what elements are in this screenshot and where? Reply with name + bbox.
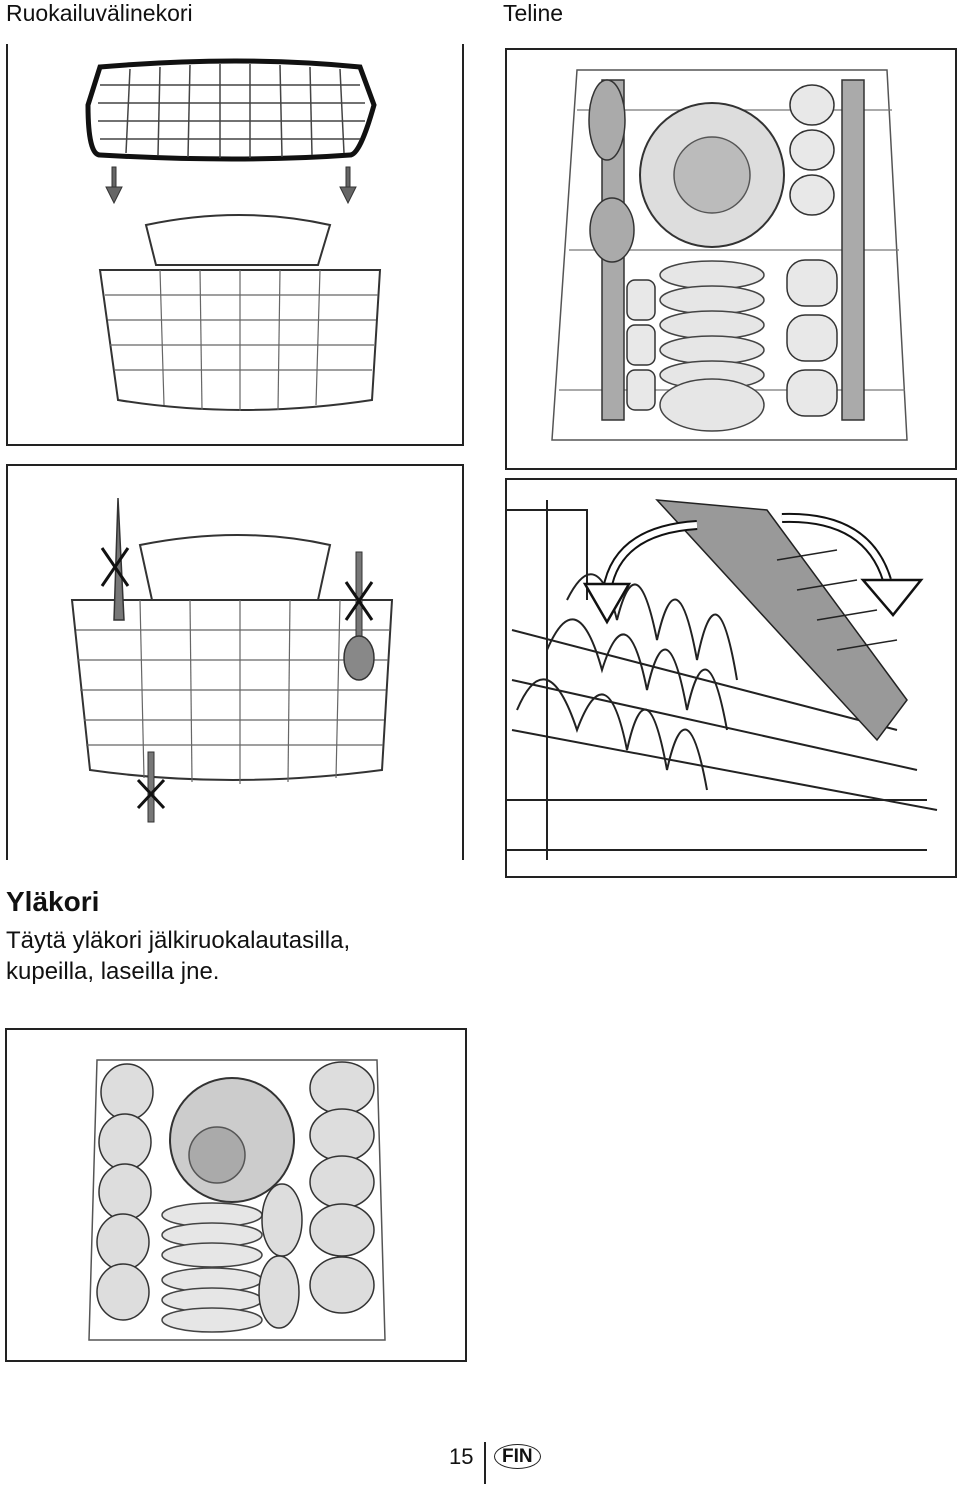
upper-basket-illustration — [88, 1059, 386, 1341]
panel1-left-border — [6, 44, 8, 446]
heading-rack: Teline — [503, 0, 564, 26]
panel3-left-border — [6, 464, 8, 860]
section-title: Yläkori — [6, 886, 100, 917]
language-badge: FIN — [494, 1444, 541, 1469]
basket-forbidden-items-illustration — [70, 497, 394, 823]
panel-foldable-rack — [505, 478, 957, 878]
language-badge-text: FIN — [494, 1444, 541, 1469]
panel3-right-border — [462, 464, 464, 860]
page-number: 15 — [449, 1444, 474, 1469]
heading-cutlery-basket: Ruokailuvälinekori — [6, 0, 193, 26]
panel1-bottom-border — [6, 444, 464, 446]
rack-loaded-illustration — [551, 69, 908, 441]
section-body-line2: kupeilla, laseilla jne. — [6, 958, 220, 985]
panel-upper-basket — [5, 1028, 467, 1362]
section-body-line1: Täytä yläkori jälkiruokalautasilla, — [6, 927, 351, 954]
foldable-rack-illustration — [507, 499, 938, 860]
panel-rack-loaded — [505, 48, 957, 470]
panel3-top-border — [6, 464, 464, 466]
footer-divider — [484, 1442, 486, 1484]
panel1-right-border — [462, 44, 464, 446]
cutlery-basket-with-grid-illustration — [85, 58, 382, 411]
